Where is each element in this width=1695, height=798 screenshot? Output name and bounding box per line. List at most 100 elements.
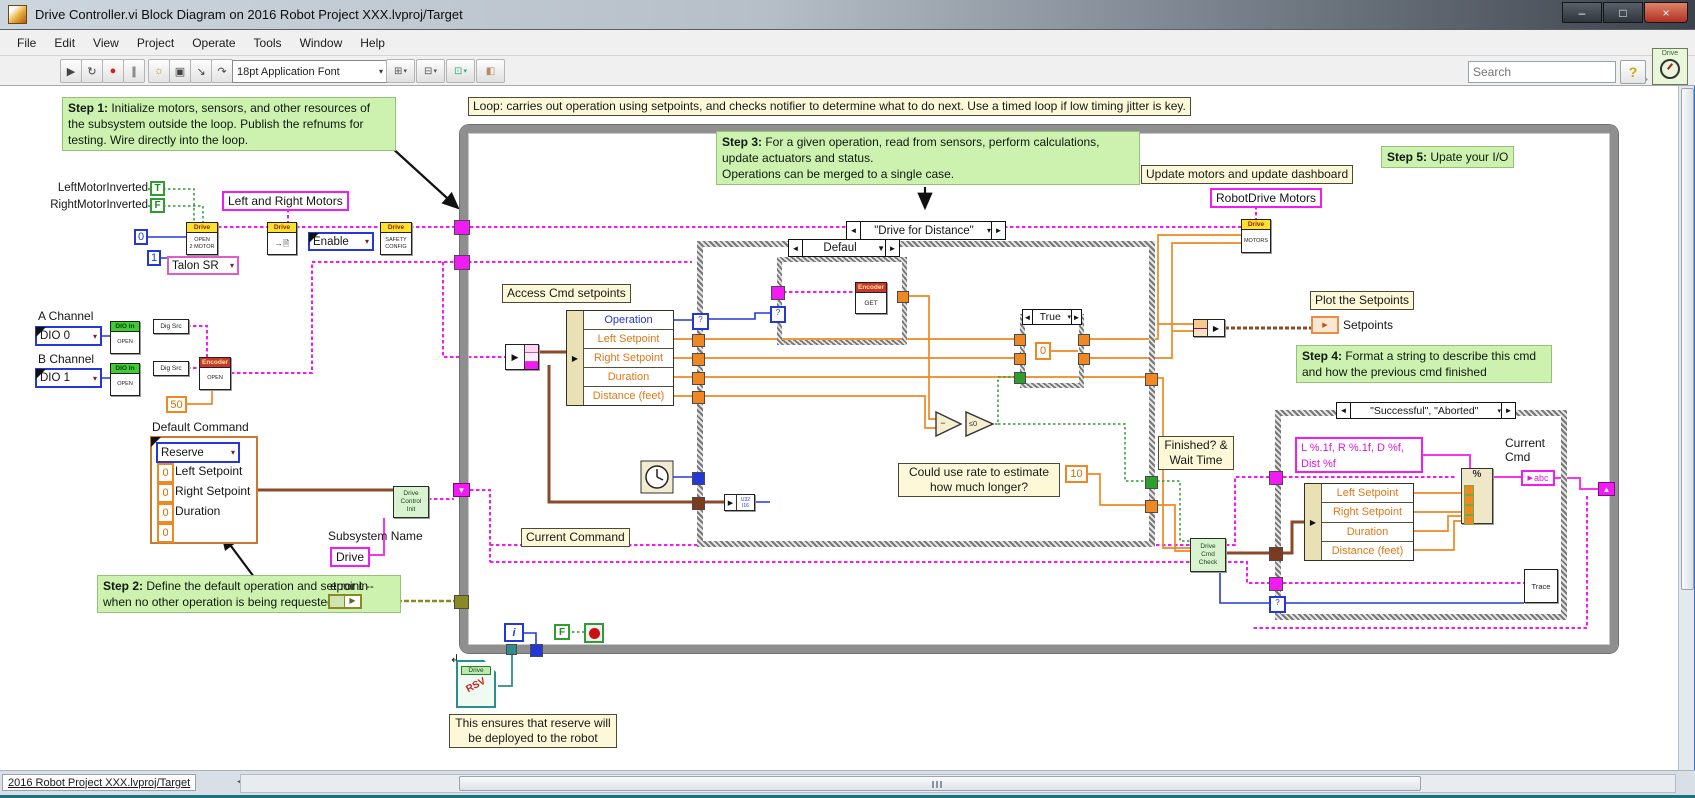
dio-open-a-node[interactable]: DIO In OPEN: [110, 321, 140, 354]
trace-node[interactable]: Trace: [1524, 569, 1558, 603]
vi-icon[interactable]: Drive: [1652, 48, 1688, 85]
menu-window[interactable]: Window: [299, 35, 343, 50]
help-button[interactable]: ?: [1620, 60, 1646, 84]
default-duration-value[interactable]: 0: [157, 503, 174, 523]
constant-0[interactable]: 0: [134, 229, 148, 245]
align-objects-button[interactable]: ⊞▾: [386, 59, 415, 83]
access-cmd-unbundle[interactable]: ▶ Operation Left Setpoint Right Setpoint…: [566, 310, 674, 406]
menu-file[interactable]: File: [17, 35, 37, 50]
loop-condition-terminal[interactable]: [584, 623, 604, 643]
operation-case-selector[interactable]: ◄ "Drive for Distance" ▾ ►: [846, 221, 1006, 240]
menu-project[interactable]: Project: [136, 35, 175, 50]
default-left-setpoint-value[interactable]: 0: [157, 463, 174, 483]
constant-1[interactable]: 1: [147, 250, 161, 266]
horizontal-scrollbar[interactable]: [240, 774, 1676, 793]
operation-case-structure[interactable]: [697, 241, 1155, 547]
reorder-button[interactable]: ◧: [476, 59, 505, 83]
case-next-icon[interactable]: ►: [885, 240, 899, 256]
constant-50[interactable]: 50: [166, 396, 187, 413]
dio-open-b-node[interactable]: DIO In OPEN: [110, 363, 140, 396]
pause-button[interactable]: ∥: [123, 59, 145, 83]
shift-register-left[interactable]: ▼: [453, 483, 470, 497]
menu-help[interactable]: Help: [360, 35, 385, 50]
dig-src-b-node[interactable]: Dig Src: [153, 361, 189, 376]
constant-10[interactable]: 10: [1065, 465, 1088, 483]
comment-current-command: Current Command: [521, 528, 630, 547]
case-prev-icon[interactable]: ◄: [789, 240, 803, 256]
play-icon: ▶: [1212, 323, 1220, 333]
false-constant-2[interactable]: F: [554, 624, 570, 640]
case-next-icon[interactable]: ►: [991, 222, 1005, 239]
close-button[interactable]: ×: [1644, 2, 1688, 23]
enable-ring[interactable]: Enable▾: [308, 232, 374, 251]
font-selector[interactable]: 18pt Application Font ▾: [232, 60, 388, 83]
tick-count-node[interactable]: [640, 460, 674, 494]
talon-ring[interactable]: Talon SR▾: [167, 256, 239, 275]
false-constant[interactable]: F: [150, 198, 165, 213]
iteration-terminal[interactable]: i: [504, 623, 524, 642]
vertical-scrollbar[interactable]: [1678, 86, 1694, 770]
search-field[interactable]: [1468, 61, 1636, 83]
bundle-setpoints-node[interactable]: ▶: [1193, 319, 1225, 337]
default-case-structure[interactable]: [777, 257, 907, 345]
encoder-open-node[interactable]: Encoder OPEN: [199, 357, 231, 390]
drive-cmd-check-node[interactable]: Drive Cmd Check: [1190, 538, 1226, 572]
shift-register-right[interactable]: ▲: [1598, 482, 1615, 496]
menu-edit[interactable]: Edit: [54, 35, 76, 50]
comment-step3: Step 3: For a given operation, read from…: [716, 131, 1140, 185]
default-right-setpoint-value[interactable]: 0: [157, 483, 174, 503]
case-prev-icon[interactable]: ◄: [1337, 403, 1351, 418]
project-target-tab[interactable]: 2016 Robot Project XXX.lvproj/Target: [2, 774, 197, 791]
default-command-cluster[interactable]: Reserve▾ 0 Left Setpoint 0 Right Setpoin…: [150, 436, 258, 544]
default-extra-value[interactable]: 0: [157, 523, 174, 543]
menu-view[interactable]: View: [93, 35, 119, 50]
format-into-string-node[interactable]: %: [1461, 468, 1493, 525]
current-cmd-indicator[interactable]: ▶ abc: [1521, 470, 1555, 486]
arrow-step1: [389, 145, 460, 210]
case-prev-icon[interactable]: ◄: [1023, 310, 1033, 324]
menu-operate[interactable]: Operate: [192, 35, 236, 50]
constant-zero[interactable]: 0: [1035, 342, 1051, 360]
minimize-button[interactable]: –: [1562, 2, 1602, 23]
label-robotdrive-motors: RobotDrive Motors: [1210, 188, 1323, 208]
dio1-ring[interactable]: DIO 1▾: [35, 368, 102, 388]
true-case-selector[interactable]: ◄ True ▾ ►: [1022, 309, 1082, 325]
search-input[interactable]: [1469, 65, 1632, 79]
status-case-selector[interactable]: ◄ "Successful", "Aborted" ▾ ►: [1336, 402, 1516, 419]
menu-tools[interactable]: Tools: [253, 35, 282, 50]
dig-src-a-node[interactable]: Dig Src: [153, 319, 189, 334]
drive-motors-node[interactable]: Drive MOTORS: [1241, 219, 1271, 253]
dio0-ring[interactable]: DIO 0▾: [35, 326, 102, 346]
format-unbundle[interactable]: ▶ Left Setpoint Right Setpoint Duration …: [1304, 483, 1414, 561]
default-case-selector[interactable]: ◄ Defaul ▼ ►: [788, 239, 900, 257]
case-next-icon[interactable]: ►: [1071, 310, 1081, 324]
tab-scroll-left-icon[interactable]: ◂: [237, 776, 242, 787]
drive-rsv-vi-icon[interactable]: ↲ Drive RSV: [450, 653, 496, 708]
true-case-structure[interactable]: [1020, 314, 1084, 388]
setpoints-indicator[interactable]: ▶: [1311, 316, 1339, 334]
case-prev-icon[interactable]: ◄: [847, 222, 861, 239]
row-right-setpoint: Right Setpoint: [1322, 503, 1413, 523]
retain-wire-values-button[interactable]: ▣: [169, 59, 191, 83]
default-selector-terminal: ?: [770, 306, 786, 323]
vertical-scrollbar-thumb[interactable]: [1681, 88, 1694, 590]
while-loop[interactable]: [460, 125, 1618, 653]
reserve-ring[interactable]: Reserve▾: [156, 442, 240, 463]
distribute-objects-button[interactable]: ⊟▾: [416, 59, 445, 83]
convert-node[interactable]: ▶ U32 I16: [724, 494, 755, 511]
subsystem-name-constant[interactable]: Drive: [330, 547, 371, 567]
error-in-constant[interactable]: ▶: [328, 594, 362, 609]
encoder-get-node[interactable]: Encoder GET: [855, 282, 887, 314]
true-constant[interactable]: T: [150, 181, 165, 196]
maximize-button[interactable]: □: [1603, 2, 1643, 23]
case-next-icon[interactable]: ►: [1501, 403, 1515, 418]
drive-control-init-node[interactable]: Drive Control Init: [393, 486, 429, 518]
format-string-constant[interactable]: L %.1f, R %.1f, D %f, Dist %f: [1295, 437, 1423, 473]
horizontal-scrollbar-thumb[interactable]: [459, 776, 1421, 791]
drive-publish-node[interactable]: Drive →🗎: [267, 222, 297, 255]
resize-objects-button[interactable]: ⊡▾: [446, 59, 475, 83]
row-left-setpoint: Left Setpoint: [584, 330, 673, 349]
get-command-node[interactable]: ▶: [505, 344, 539, 370]
